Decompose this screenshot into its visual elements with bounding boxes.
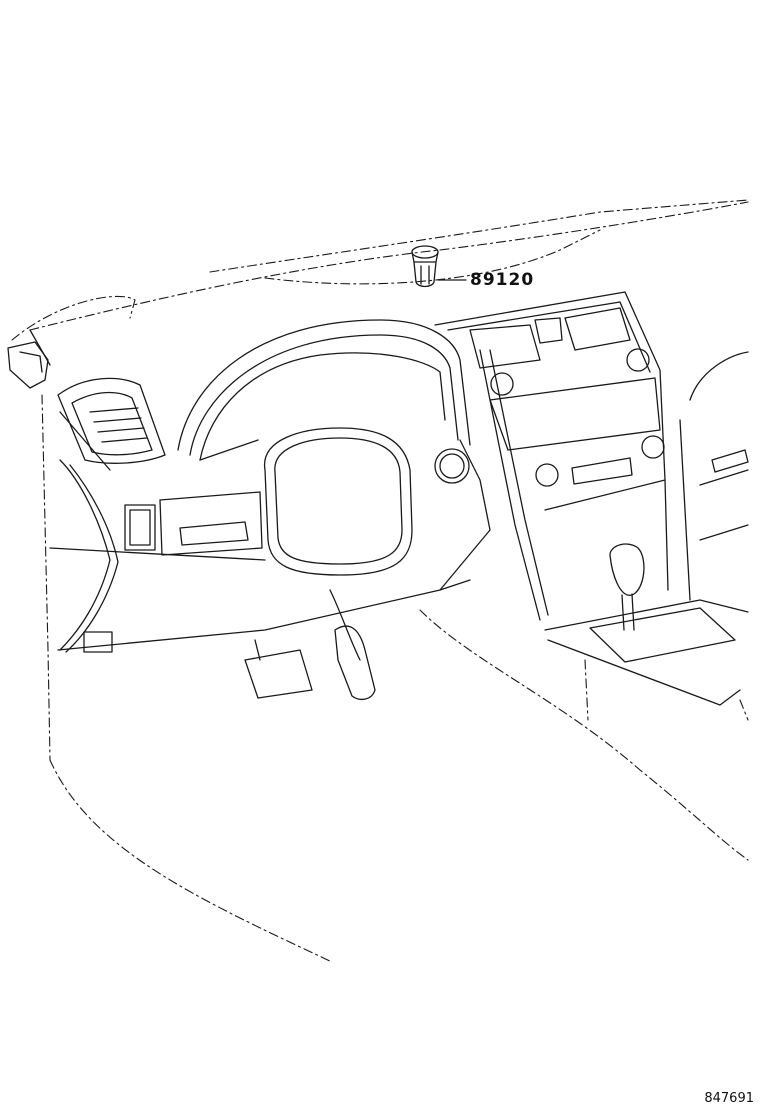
left-air-vent xyxy=(57,377,166,471)
part-number-label: 89120 xyxy=(470,270,535,290)
steering-wheel xyxy=(264,427,413,661)
pedals xyxy=(244,625,376,701)
a-pillar xyxy=(7,329,51,389)
part-89120-clip xyxy=(411,245,467,288)
switch-panel xyxy=(124,491,263,556)
gear-shifter xyxy=(544,543,749,721)
illustration-id-label: 847691 xyxy=(704,1091,754,1106)
knob xyxy=(434,448,470,484)
instrument-cluster xyxy=(177,319,471,461)
right-side xyxy=(419,351,749,861)
left-door xyxy=(41,394,333,963)
lower-dash xyxy=(49,439,491,651)
center-console xyxy=(434,291,691,621)
windshield-outline xyxy=(11,199,749,341)
